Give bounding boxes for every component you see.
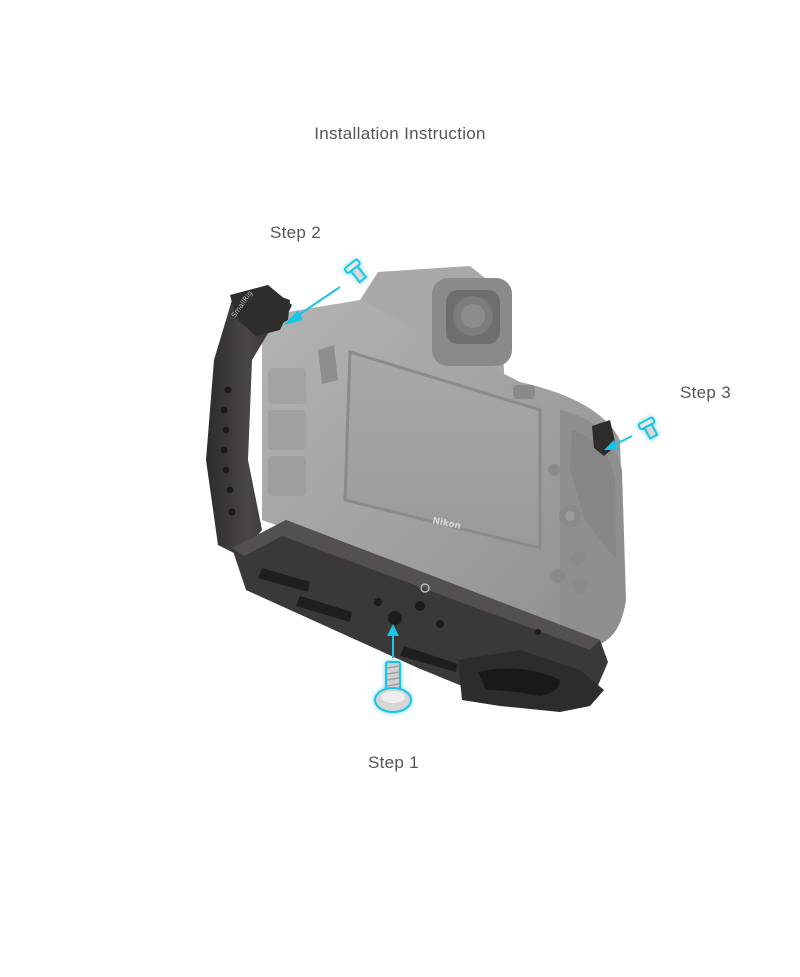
page-title: Installation Instruction: [314, 124, 486, 143]
step-1-arrow-icon: [387, 624, 399, 658]
step-1-thumb-screw-icon: [374, 661, 412, 713]
step-2-screw-icon: [343, 258, 368, 284]
step-3-label: Step 3: [680, 383, 731, 402]
rear-lcd-screen: [343, 349, 542, 550]
camera-cage: SmallRig: [206, 285, 616, 712]
camera-body: Nikon: [262, 266, 626, 650]
step-3-arrow-icon: [604, 435, 633, 450]
step-2-arrow-icon: [284, 286, 341, 325]
step-1-label: Step 1: [368, 753, 419, 772]
step-2-label: Step 2: [270, 223, 321, 242]
step-3-screw-icon: [637, 416, 659, 440]
